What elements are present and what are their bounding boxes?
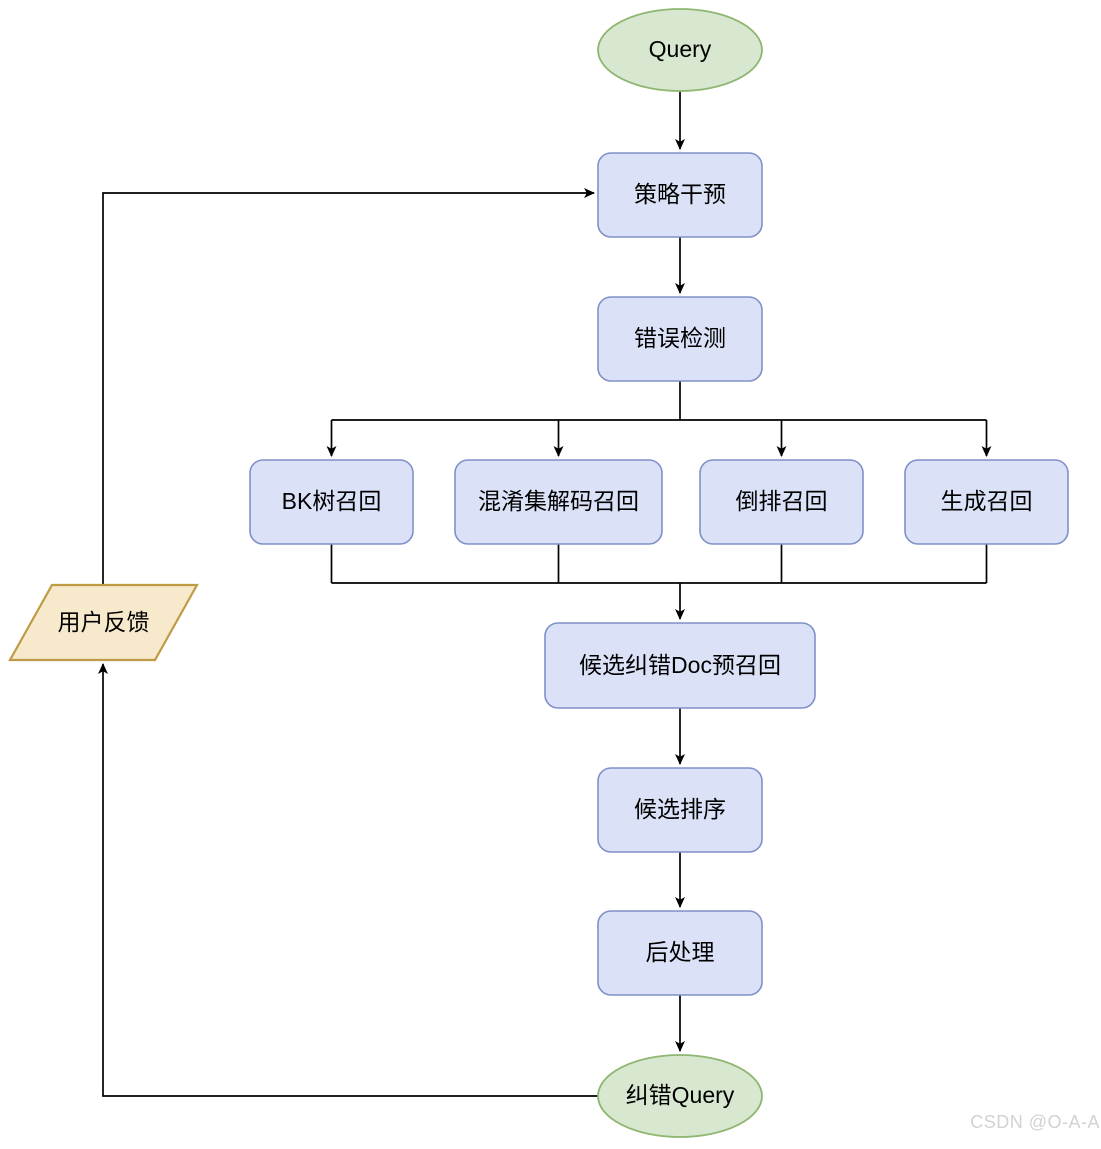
edge-feedback-to-strategy bbox=[102, 188, 595, 585]
confusion-set-recall-node-shape bbox=[454, 459, 663, 545]
user-feedback-node-shape bbox=[8, 583, 199, 662]
generation-recall-node-shape bbox=[904, 459, 1069, 545]
corrected-query-node-shape bbox=[597, 1054, 763, 1138]
watermark-text: CSDN @O-A-A bbox=[970, 1112, 1100, 1132]
query-node-shape bbox=[597, 8, 763, 92]
error-detection-node-shape bbox=[597, 296, 763, 382]
candidate-doc-prerecall-node-shape bbox=[544, 622, 816, 709]
edge-corrected-query-to-feedback bbox=[98, 663, 598, 1097]
bk-tree-recall-node-shape bbox=[249, 459, 414, 545]
post-processing-node-shape bbox=[597, 910, 763, 996]
candidate-ranking-node-shape bbox=[597, 767, 763, 853]
strategy-node-shape bbox=[597, 152, 763, 238]
inverted-recall-node-shape bbox=[699, 459, 864, 545]
